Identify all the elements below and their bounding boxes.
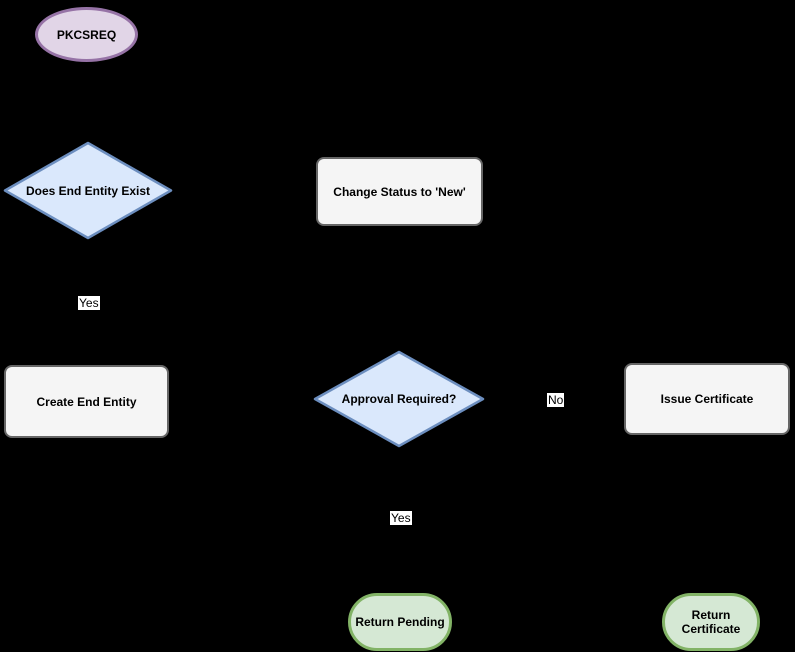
node-does-end-entity-exist: Does End Entity Exist [3, 141, 173, 240]
diamond-shape-icon [313, 350, 485, 448]
node-pkcsreq: PKCSREQ [35, 7, 138, 62]
edge-label-yes-2: Yes [390, 511, 412, 525]
node-return-pending-label: Return Pending [355, 615, 445, 629]
node-pkcsreq-label: PKCSREQ [56, 27, 117, 42]
edge-label-yes-1: Yes [78, 296, 100, 310]
node-does-end-entity-exist-label: Does End Entity Exist [25, 183, 151, 198]
node-return-certificate-label: Return Certificate [681, 608, 741, 636]
node-issue-certificate: Issue Certificate [624, 363, 790, 435]
node-approval-required: Approval Required? [313, 350, 485, 448]
edge-label-no: No [547, 393, 565, 407]
node-approval-required-label: Approval Required? [341, 392, 457, 406]
node-change-status-new: Change Status to 'New' [316, 157, 483, 226]
node-return-pending: Return Pending [348, 593, 452, 651]
node-return-certificate: Return Certificate [662, 593, 760, 651]
diamond-shape-icon [3, 141, 173, 240]
node-create-end-entity-label: Create End Entity [36, 394, 137, 409]
node-issue-certificate-label: Issue Certificate [660, 392, 754, 406]
node-change-status-new-label: Change Status to 'New' [333, 184, 466, 199]
node-create-end-entity: Create End Entity [4, 365, 169, 438]
